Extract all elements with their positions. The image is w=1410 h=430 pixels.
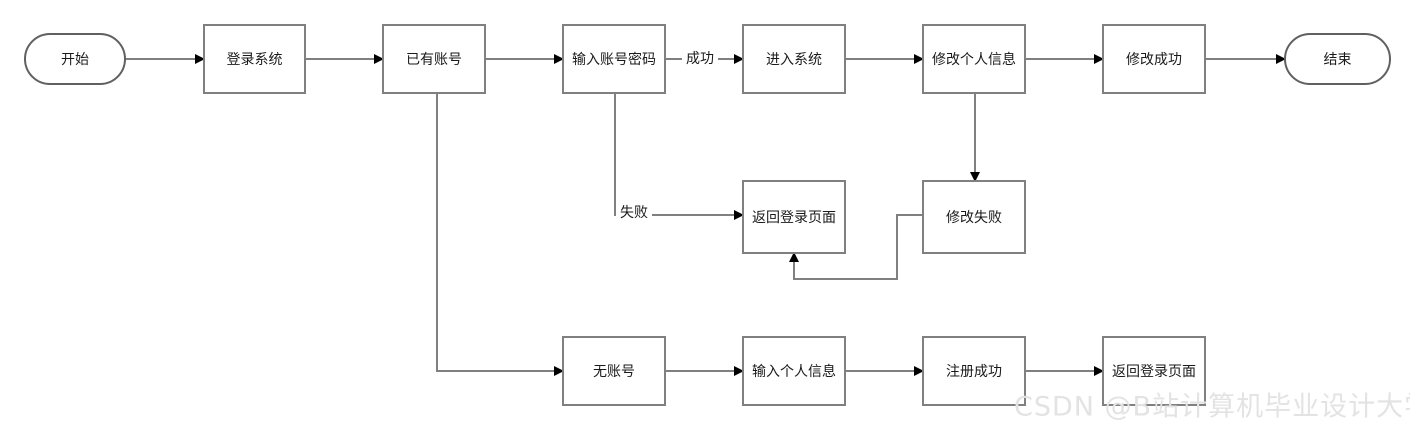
- flow-edge-input_info-to-reg_ok: [845, 366, 924, 376]
- edge-label-backdrop: [616, 203, 652, 223]
- arrow-head-icon: [734, 366, 744, 376]
- flow-node-input_cred[interactable]: 输入账号密码: [562, 24, 666, 94]
- arrow-head-icon: [734, 54, 744, 64]
- arrow-head-icon: [1094, 54, 1104, 64]
- node-label-reg_ok: 注册成功: [946, 364, 1002, 380]
- process-shape[interactable]: [742, 336, 846, 406]
- edge-label: 成功: [686, 51, 714, 67]
- csdn-watermark: CSDN @B站计算机毕业设计大学: [1014, 392, 1410, 423]
- process-shape[interactable]: [742, 24, 846, 94]
- flow-edge-enter_sys-to-edit_profile: [845, 54, 924, 64]
- process-shape[interactable]: [1102, 24, 1206, 94]
- flow-edge-edit_profile-to-edit_ok: [1025, 54, 1104, 64]
- flow-node-login_sys[interactable]: 登录系统: [203, 24, 306, 94]
- flow-edge-no_account-to-input_info: [665, 366, 744, 376]
- flow-node-edit_fail[interactable]: 修改失败: [922, 180, 1026, 254]
- node-label-edit_fail: 修改失败: [946, 210, 1002, 226]
- flow-edge-edit_ok-to-end: [1205, 54, 1286, 64]
- node-label-enter_sys: 进入系统: [766, 52, 822, 68]
- edge-line: [614, 93, 734, 216]
- arrow-head-icon: [914, 54, 924, 64]
- node-label-edit_profile: 修改个人信息: [932, 51, 1016, 68]
- flow-edge-has_account-to-no_account: [436, 93, 564, 376]
- node-label-input_cred: 输入账号密码: [572, 51, 656, 68]
- arrow-head-icon: [374, 54, 384, 64]
- flow-node-back_login_2[interactable]: 返回登录页面: [1102, 336, 1206, 406]
- arrow-head-icon: [1276, 54, 1286, 64]
- node-label-end: 结束: [1324, 52, 1352, 68]
- node-label-edit_ok: 修改成功: [1126, 52, 1182, 68]
- arrow-head-icon: [734, 210, 744, 220]
- terminator-shape[interactable]: [1284, 33, 1391, 85]
- node-label-start: 开始: [61, 52, 89, 68]
- arrow-head-icon: [554, 366, 564, 376]
- flow-node-edit_ok[interactable]: 修改成功: [1102, 24, 1206, 94]
- flow-edge-reg_ok-to-back_login_2: [1025, 366, 1104, 376]
- flow-edge-input_cred-to-back_login_1: 失败: [614, 93, 744, 223]
- watermark-layer: CSDN @B站计算机毕业设计大学: [1014, 392, 1410, 423]
- flow-node-input_info[interactable]: 输入个人信息: [742, 336, 846, 406]
- flow-node-has_account[interactable]: 已有账号: [382, 24, 486, 94]
- edge-label: 失败: [620, 205, 648, 221]
- edge-label-backdrop: [682, 49, 718, 69]
- process-shape[interactable]: [922, 336, 1026, 406]
- flow-edge-login_sys-to-has_account: [305, 54, 384, 64]
- process-shape[interactable]: [562, 24, 666, 94]
- node-label-no_account: 无账号: [593, 364, 635, 380]
- arrow-head-icon: [914, 366, 924, 376]
- process-shape[interactable]: [562, 336, 666, 406]
- process-shape[interactable]: [742, 180, 846, 254]
- flow-node-no_account[interactable]: 无账号: [562, 336, 666, 406]
- flow-node-reg_ok[interactable]: 注册成功: [922, 336, 1026, 406]
- arrow-head-icon: [789, 252, 799, 262]
- flow-edge-start-to-login_sys: [125, 54, 205, 64]
- flow-node-end[interactable]: 结束: [1284, 33, 1391, 85]
- node-label-has_account: 已有账号: [406, 52, 462, 68]
- terminator-shape[interactable]: [24, 33, 126, 85]
- flow-node-back_login_1[interactable]: 返回登录页面: [742, 180, 846, 254]
- process-shape[interactable]: [382, 24, 486, 94]
- process-shape[interactable]: [1102, 336, 1206, 406]
- flow-node-start[interactable]: 开始: [24, 33, 126, 85]
- arrow-head-icon: [554, 54, 564, 64]
- node-label-input_info: 输入个人信息: [752, 363, 836, 380]
- arrow-head-icon: [970, 172, 980, 182]
- node-label-back_login_2: 返回登录页面: [1112, 364, 1196, 380]
- edge-line: [436, 93, 554, 372]
- process-shape[interactable]: [203, 24, 306, 94]
- flow-edge-edit_fail-to-back_login_1: [789, 214, 923, 280]
- edge-line: [793, 214, 923, 280]
- arrow-head-icon: [1094, 366, 1104, 376]
- flow-node-edit_profile[interactable]: 修改个人信息: [922, 24, 1026, 94]
- flow-edge-input_cred-to-enter_sys: 成功: [665, 49, 744, 69]
- node-label-login_sys: 登录系统: [227, 52, 283, 68]
- arrow-head-icon: [195, 54, 205, 64]
- process-shape[interactable]: [922, 180, 1026, 254]
- process-shape[interactable]: [922, 24, 1026, 94]
- node-label-back_login_1: 返回登录页面: [752, 210, 836, 226]
- flow-edge-has_account-to-input_cred: [485, 54, 564, 64]
- flow-edge-edit_profile-to-edit_fail: [970, 93, 980, 182]
- flow-node-enter_sys[interactable]: 进入系统: [742, 24, 846, 94]
